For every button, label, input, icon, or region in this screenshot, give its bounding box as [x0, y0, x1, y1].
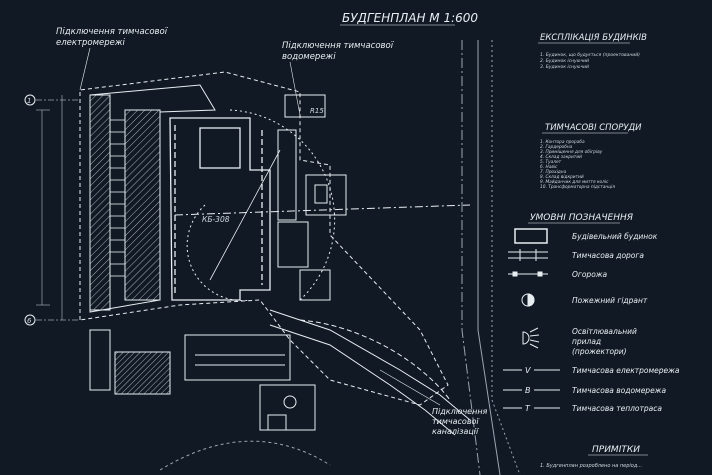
temp-buildings-south [89, 329, 316, 431]
crane-label: КБ-308 [202, 215, 230, 224]
explication-title: ЕКСПЛІКАЦІЯ БУДИНКІВ [540, 33, 647, 43]
temp-structures-title: ТИМЧАСОВІ СПОРУДИ [545, 123, 642, 133]
callout-temp-water: Підключення тимчасової водомережі [282, 41, 396, 62]
parking-stalls [110, 119, 125, 277]
callout-temp-sewer: Підключення тимчасової каналізації [432, 407, 490, 436]
leader-sewer [379, 369, 441, 406]
site-fence [79, 71, 449, 406]
legend-building-label: Будівельний будинок [572, 232, 658, 241]
crane-swing-arc-inner [186, 204, 251, 302]
temporary-road [269, 309, 471, 436]
axis-label-1: 1 [27, 97, 31, 105]
projected-building [169, 117, 271, 301]
notes-first: 1. Будгенплан розроблено на період... [540, 463, 642, 469]
legend-water-letter: В [525, 386, 531, 395]
drawing-title: БУДГЕНПЛАН М 1:600 [342, 11, 478, 25]
axis-marker-1 [24, 94, 36, 106]
crane-swing-arc [229, 109, 336, 301]
temp-structures-list: 1. Контора прораба 2. Гардеробна 3. Прим… [540, 139, 615, 190]
floodlight-icon [522, 327, 540, 349]
legend-water-label: Тимчасова водомережа [572, 386, 666, 395]
dimension-chain-left [36, 95, 63, 320]
callout-temp-power: Підключення тимчасової електромережі [56, 27, 170, 48]
legend-heat-letter: Т [525, 404, 531, 413]
leader-water [289, 61, 301, 116]
legend-road-label: Тимчасова дорога [572, 251, 644, 260]
existing-building [89, 84, 216, 313]
legend-fence-label: Огорожа [572, 270, 608, 279]
dimension-label-top: R15 [310, 107, 324, 115]
legend-power-letter: V [525, 366, 531, 375]
temp-buildings-east [277, 94, 347, 301]
crane-radius-line [209, 149, 281, 281]
axis-marker-6 [24, 314, 36, 326]
bottom-arc [159, 440, 331, 471]
legend-fence-symbol [508, 271, 548, 277]
leader-power [79, 47, 91, 91]
legend-heat-label: Тимчасова теплотраса [572, 404, 662, 413]
crane-axis [174, 204, 471, 216]
notes-title: ПРИМІТКИ [592, 445, 640, 455]
site-boundary-east [461, 40, 521, 475]
legend-hydrant-label: Пожежний гідрант [572, 296, 648, 305]
legend-title: УМОВНІ ПОЗНАЧЕННЯ [530, 213, 633, 223]
axis-label-6: 6 [27, 317, 32, 325]
legend-building-symbol [514, 228, 548, 244]
hydrant-icon [521, 293, 535, 307]
explication-list: 1. Будинок, що будується (проектований) … [540, 52, 641, 70]
legend-road-symbol [508, 249, 548, 261]
legend-power-label: Тимчасова електромережа [572, 366, 680, 375]
